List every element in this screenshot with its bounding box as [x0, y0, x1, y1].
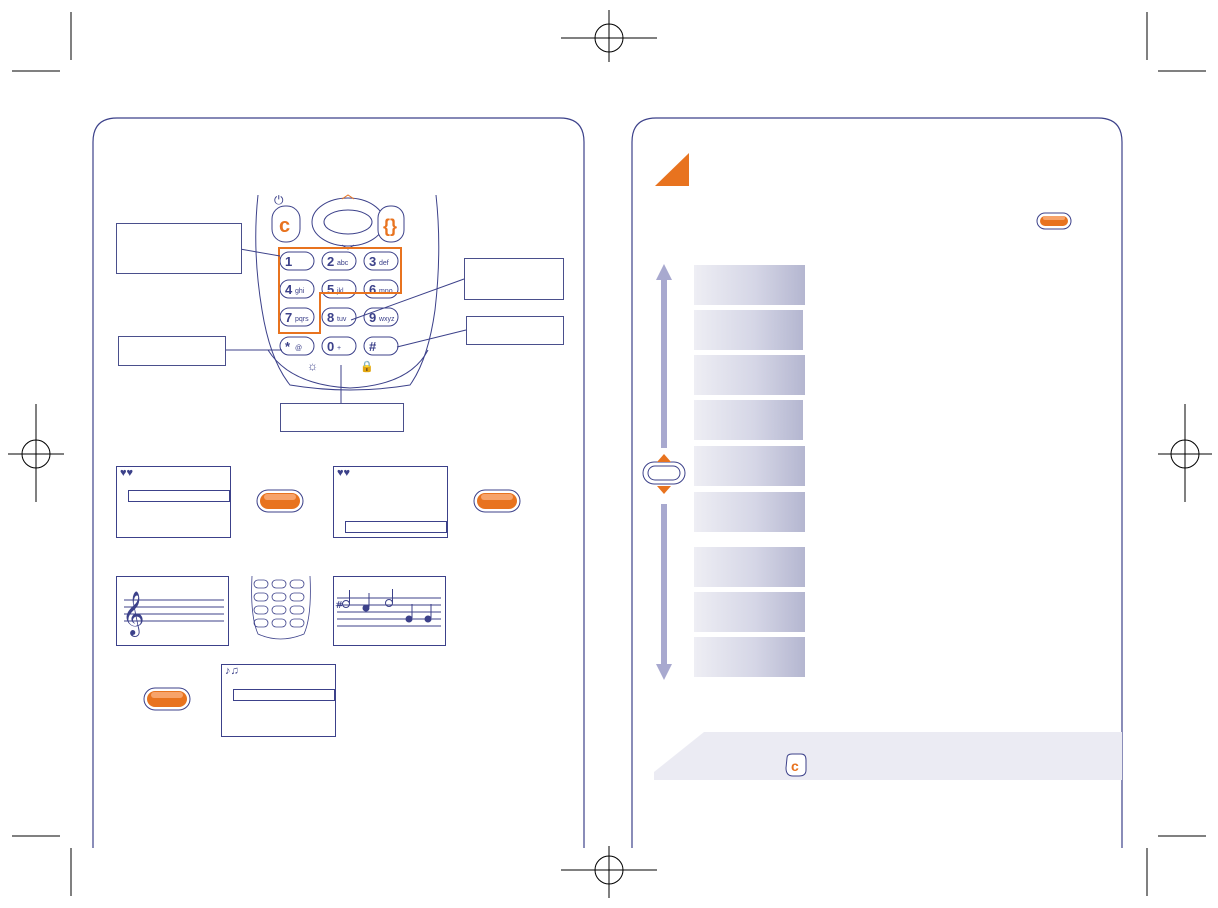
key-letters-label: mno: [379, 288, 393, 295]
treble-clef-icon: 𝄞: [116, 576, 229, 646]
svg-text:c: c: [279, 215, 290, 237]
screen-mockup-3: ♪♫: [221, 664, 336, 737]
menu-bar-9[interactable]: [694, 637, 805, 677]
key-digit-label: 0: [327, 339, 334, 354]
key-digit-label: #: [369, 339, 377, 354]
menu-bar-2[interactable]: [694, 310, 803, 350]
key-star[interactable]: *@: [279, 336, 315, 356]
callout-box-zero-key: [280, 403, 404, 432]
key-letters-label: def: [379, 260, 389, 267]
callout-box-hash-key: [466, 316, 564, 345]
key-digit-label: 2: [327, 254, 334, 269]
callout-box-star-key: [118, 336, 226, 366]
key-letters-label: pqrs: [295, 316, 309, 323]
ok-button-1[interactable]: [256, 489, 304, 513]
ok-button-inline[interactable]: [1036, 212, 1072, 230]
key-letters-label: abc: [337, 260, 349, 267]
section-triangle-icon: [655, 153, 689, 186]
navigator-icon: [642, 264, 686, 680]
svg-text:𝄞: 𝄞: [122, 591, 144, 637]
power-icon: ⏻: [274, 193, 284, 207]
menu-bar-7[interactable]: [694, 547, 805, 587]
hearts-icon: ♥♥: [337, 467, 351, 479]
svg-text:{}: {}: [383, 216, 397, 236]
music-notes-icon: #: [333, 576, 446, 646]
lock-icon: 🔒: [360, 360, 374, 373]
key-letters-label: ghi: [295, 288, 305, 295]
clear-key-icon: c: [785, 753, 807, 777]
ok-button-2[interactable]: [473, 489, 521, 513]
callout-box-keys-top-left: [116, 223, 242, 274]
screen-mockup-1: ♥♥: [116, 466, 231, 538]
light-icon: ☼: [307, 359, 318, 373]
key-digit-label: 3: [369, 254, 376, 269]
key-digit-label: 9: [369, 310, 376, 325]
menu-bar-8[interactable]: [694, 592, 805, 632]
svg-text:c: c: [791, 758, 799, 774]
callout-box-right-upper: [464, 258, 564, 300]
screen-mockup-2: ♥♥: [333, 466, 448, 538]
clear-key-icon: c: [271, 205, 301, 243]
key-letters-label: tuv: [337, 316, 347, 323]
key-digit-label: 8: [327, 310, 334, 325]
menu-key-icon: {}: [377, 205, 405, 243]
key-letters-label: jkl: [336, 288, 344, 295]
menu-bar-5[interactable]: [694, 446, 805, 486]
key-digit-label: 1: [285, 254, 292, 269]
key-digit-label: 6: [369, 282, 376, 297]
hearts-icon: ♥♥: [120, 467, 134, 479]
svg-text:#: #: [335, 600, 343, 611]
selected-row: [128, 490, 230, 502]
menu-bar-6[interactable]: [694, 492, 805, 532]
note-band: [654, 732, 1122, 780]
key-letters-label: wxyz: [378, 316, 395, 323]
menu-bar-3[interactable]: [694, 355, 805, 395]
key-digit-label: 7: [285, 310, 292, 325]
menu-bar-4[interactable]: [694, 400, 803, 440]
key-digit-label: *: [285, 339, 291, 354]
key-digit-label: 4: [285, 282, 293, 297]
selected-row: [233, 689, 335, 701]
key-hash[interactable]: #: [363, 336, 399, 356]
menu-bar-1[interactable]: [694, 265, 805, 305]
mini-keypad-icon: [251, 575, 311, 640]
key-0[interactable]: 0+: [321, 336, 357, 356]
key-letters-label: @: [295, 345, 302, 352]
ok-button-3[interactable]: [143, 687, 191, 711]
key-letters-label: +: [337, 345, 341, 352]
selected-row: [345, 521, 447, 533]
key-digit-label: 5: [327, 282, 334, 297]
ringtone-icon: ♪♫: [225, 665, 239, 677]
